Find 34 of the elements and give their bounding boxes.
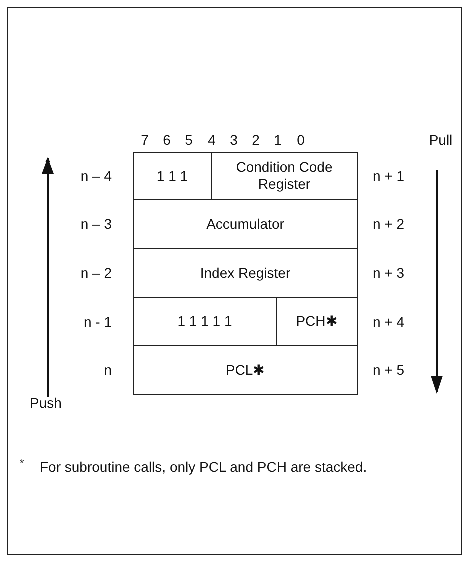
address-label: n – 3 — [80, 217, 112, 231]
register-field — [133, 248, 358, 298]
bit-number: 7 — [141, 133, 149, 147]
register-field — [133, 199, 358, 249]
address-label: n + 1 — [373, 169, 405, 183]
bit-number: 1 — [274, 133, 282, 147]
register-field — [133, 345, 358, 395]
address-label: n — [104, 363, 112, 377]
bit-number: 5 — [185, 133, 193, 147]
footnote-mark: * — [20, 459, 24, 470]
address-label: n + 2 — [373, 217, 405, 231]
address-label: n – 2 — [80, 266, 112, 280]
address-label: n + 3 — [373, 266, 405, 280]
address-label: n – 4 — [80, 169, 112, 183]
register-name: Index Register — [199, 264, 292, 282]
footnote-text: For subroutine calls, only PCL and PCH are stacked. — [40, 460, 368, 474]
bit-number: 2 — [252, 133, 260, 147]
register-name: Accumulator — [206, 216, 286, 232]
bit-number: 4 — [208, 133, 216, 147]
address-label: n - 1 — [84, 315, 112, 329]
direction-label: Pull — [429, 133, 453, 147]
register-name: PCL✱ — [224, 362, 266, 378]
register-name: PCH✱ — [295, 313, 339, 330]
register-field — [211, 152, 358, 200]
direction-label: Push — [30, 396, 62, 410]
register-field — [133, 152, 212, 200]
address-label: n + 4 — [373, 315, 405, 329]
register-name: 1 1 1 — [156, 168, 190, 184]
bit-number: 3 — [230, 133, 238, 147]
register-name: Condition Code Register — [235, 159, 334, 193]
bit-number: 6 — [163, 133, 171, 147]
bit-number: 0 — [297, 133, 305, 147]
address-label: n + 5 — [373, 363, 405, 377]
register-name: 1 1 1 1 1 — [176, 313, 234, 330]
